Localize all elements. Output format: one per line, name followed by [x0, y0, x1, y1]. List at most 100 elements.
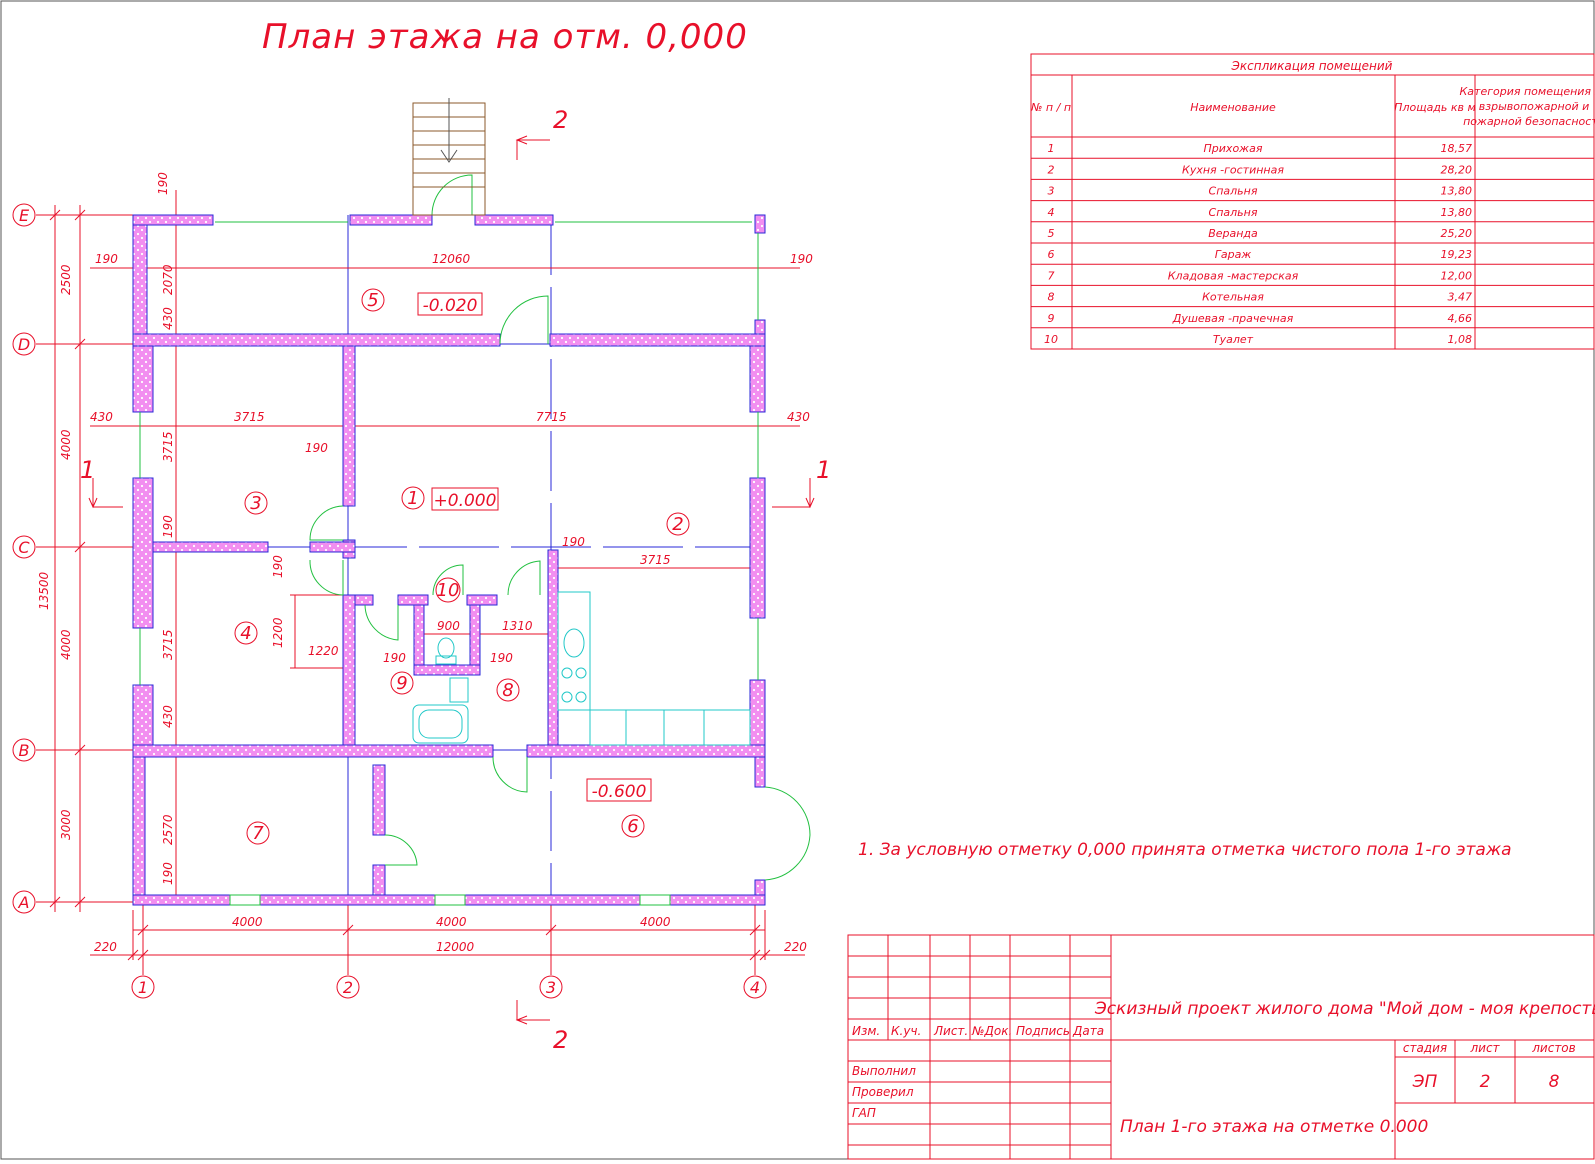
svg-text:900: 900	[437, 619, 460, 633]
svg-text:190: 190	[383, 651, 406, 665]
svg-text:A: A	[18, 893, 30, 912]
explication-header-category-2: взрывопожарной и	[1479, 100, 1589, 113]
stamp-col-list: Лист.	[933, 1024, 968, 1038]
explication-cell-num: 6	[1048, 248, 1055, 261]
svg-text:D: D	[18, 335, 30, 354]
stamp-col-date: Дата	[1072, 1024, 1104, 1038]
explication-cell-name: Туалет	[1213, 333, 1254, 346]
stamp-role-done: Выполнил	[852, 1064, 916, 1078]
svg-text:B: B	[19, 741, 30, 760]
svg-text:220: 220	[94, 940, 117, 954]
entrance-stairs	[412, 98, 486, 216]
explication-cell-area: 13,80	[1441, 185, 1473, 198]
svg-text:190: 190	[790, 252, 813, 266]
svg-text:4000: 4000	[640, 915, 671, 929]
room-number-3: 3	[244, 491, 268, 515]
svg-text:190: 190	[161, 515, 175, 538]
svg-text:1: 1	[138, 978, 148, 997]
explication-table: Экспликация помещений № п / п Наименован…	[1030, 53, 1595, 350]
svg-text:1: 1	[816, 456, 831, 484]
svg-text:4: 4	[750, 978, 760, 997]
svg-text:430: 430	[161, 307, 175, 330]
svg-text:2070: 2070	[161, 264, 175, 295]
explication-title: Экспликация помещений	[1231, 59, 1393, 73]
stamp-list: 2	[1480, 1072, 1491, 1092]
explication-cell-num: 2	[1048, 163, 1055, 176]
svg-text:C: C	[18, 538, 30, 557]
svg-text:9: 9	[396, 673, 407, 694]
axis-bubble-b: B	[12, 738, 36, 762]
svg-text:190: 190	[156, 172, 170, 195]
svg-text:2570: 2570	[161, 814, 175, 845]
stamp-col-sign: Подпись	[1016, 1024, 1070, 1038]
svg-text:4: 4	[240, 623, 251, 644]
explication-cell-name: Спальня	[1209, 185, 1258, 198]
explication-cell-num: 8	[1048, 291, 1055, 304]
explication-cell-num: 4	[1048, 206, 1055, 219]
explication-cell-num: 3	[1048, 185, 1055, 198]
level-main: +0.000	[434, 491, 497, 511]
stamp-col-doc: №Док.	[971, 1024, 1012, 1038]
svg-text:7715: 7715	[536, 410, 567, 424]
axis-bubble-4: 4	[743, 975, 767, 999]
drawing-title: План этажа на отм. 0,000	[262, 17, 748, 57]
explication-cell-area: 19,23	[1441, 248, 1473, 261]
explication-cell-name: Кухня -гостинная	[1182, 163, 1284, 176]
svg-text:8: 8	[502, 680, 513, 701]
explication-header-name: Наименование	[1190, 101, 1276, 114]
explication-row: 3 Спальня 13,80	[1048, 185, 1473, 198]
room-number-4: 4	[234, 621, 258, 645]
svg-text:430: 430	[161, 705, 175, 728]
drawing-note: 1. За условную отметку 0,000 принята отм…	[858, 840, 1512, 860]
svg-text:1: 1	[407, 488, 418, 509]
stamp-stage: ЭП	[1412, 1072, 1438, 1092]
explication-cell-name: Душевая -прачечная	[1172, 312, 1294, 325]
svg-text:190: 190	[562, 535, 585, 549]
stamp-col-kuch: К.уч.	[891, 1024, 921, 1038]
stamp-project-title: Эскизный проект жилого дома "Мой дом - м…	[1094, 999, 1595, 1019]
axis-bubble-3: 3	[539, 975, 563, 999]
svg-text:7: 7	[252, 823, 264, 844]
svg-text:3: 3	[250, 493, 261, 514]
axis-bubble-2: 2	[336, 975, 360, 999]
dimension-labels: 190 190 12060 190 2500 2070 430 4000 430…	[37, 172, 813, 954]
stamp-lists-label: листов	[1531, 1041, 1575, 1055]
windows-doors	[139, 174, 811, 906]
axis-bubble-1: 1	[131, 975, 155, 999]
explication-header-category-1: Категория помещения по	[1460, 85, 1595, 98]
svg-text:E: E	[19, 206, 30, 225]
svg-text:6: 6	[627, 816, 638, 837]
room-number-10: 10	[435, 577, 461, 603]
explication-cell-area: 4,66	[1448, 312, 1473, 325]
svg-text:190: 190	[95, 252, 118, 266]
svg-text:12000: 12000	[436, 940, 475, 954]
svg-text:1310: 1310	[502, 619, 533, 633]
explication-cell-num: 9	[1048, 312, 1055, 325]
svg-text:2500: 2500	[59, 264, 73, 295]
svg-text:1220: 1220	[308, 644, 339, 658]
room-number-9: 9	[390, 671, 414, 695]
svg-text:2: 2	[553, 106, 568, 134]
explication-header-num: № п / п	[1030, 101, 1071, 114]
svg-text:2: 2	[672, 514, 683, 535]
stamp-lists: 8	[1549, 1072, 1560, 1092]
title-block: Изм. К.уч. Лист. №Док. Подпись Дата Выпо…	[847, 934, 1595, 1160]
explication-cell-area: 1,08	[1448, 333, 1473, 346]
svg-text:430: 430	[90, 410, 113, 424]
svg-text:430: 430	[787, 410, 810, 424]
svg-text:2: 2	[553, 1026, 568, 1054]
room-number-7: 7	[246, 821, 270, 845]
explication-cell-area: 18,57	[1441, 142, 1473, 155]
svg-text:3715: 3715	[161, 431, 175, 462]
svg-text:190: 190	[161, 862, 175, 885]
stamp-col-izm: Изм.	[852, 1024, 880, 1038]
explication-cell-name: Кладовая -мастерская	[1168, 269, 1299, 282]
